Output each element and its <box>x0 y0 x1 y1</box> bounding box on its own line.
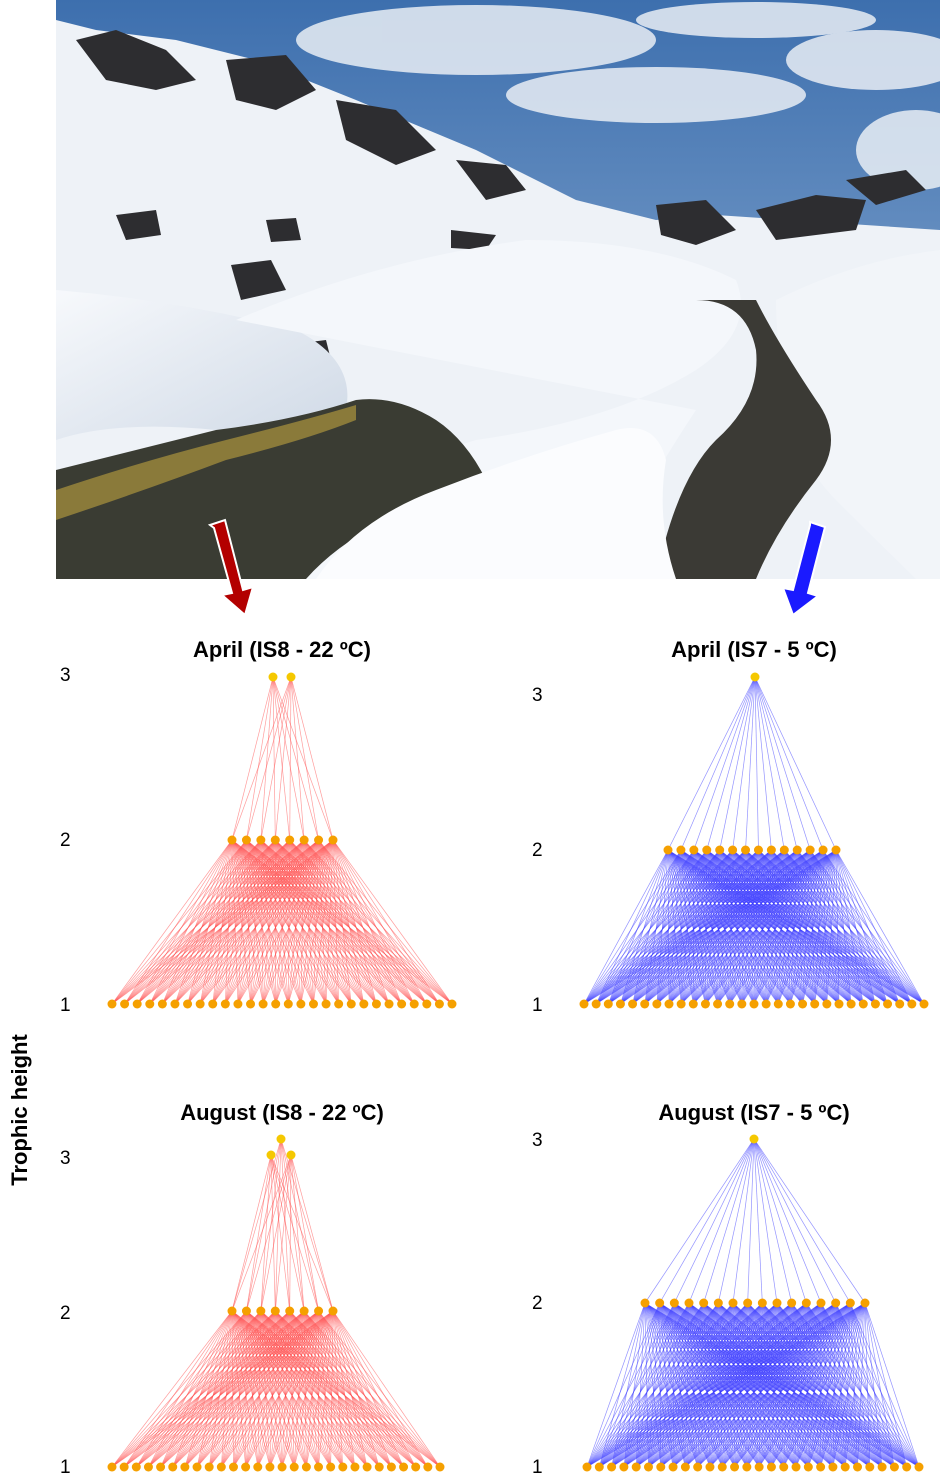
panel-title-august-is7: August (IS7 - 5 ºC) <box>658 1100 850 1125</box>
tick-label-3: 3 <box>532 1130 543 1151</box>
snow-bank-right <box>776 250 940 579</box>
tick-label-2: 2 <box>60 830 71 851</box>
warm-stream-arrow <box>207 518 255 617</box>
tick-label-1: 1 <box>60 995 71 1016</box>
tick-label-1: 1 <box>60 1457 71 1478</box>
tick-label-2: 2 <box>532 840 543 861</box>
tick-label-2: 2 <box>60 1303 71 1324</box>
tick-label-3: 3 <box>532 685 543 706</box>
tick-label-3: 3 <box>60 665 71 686</box>
grass-bank <box>56 405 356 520</box>
rocks <box>76 30 926 362</box>
cold-stream-arrow <box>781 520 827 617</box>
tick-label-1: 1 <box>532 995 543 1016</box>
tick-label-1: 1 <box>532 1457 543 1478</box>
panel-title-august-is8: August (IS8 - 22 ºC) <box>180 1100 384 1125</box>
y-axis-label: Trophic height <box>7 1034 32 1186</box>
snow-foreground <box>316 428 676 579</box>
panel-title-april-is8: April (IS8 - 22 ºC) <box>193 637 371 662</box>
tick-label-2: 2 <box>532 1293 543 1314</box>
snowy-stream-photo <box>56 0 940 579</box>
panel-title-april-is7: April (IS7 - 5 ºC) <box>671 637 837 662</box>
stream-right <box>656 300 831 579</box>
stream-water <box>56 399 486 579</box>
clouds <box>296 2 940 190</box>
tick-label-3: 3 <box>60 1148 71 1169</box>
